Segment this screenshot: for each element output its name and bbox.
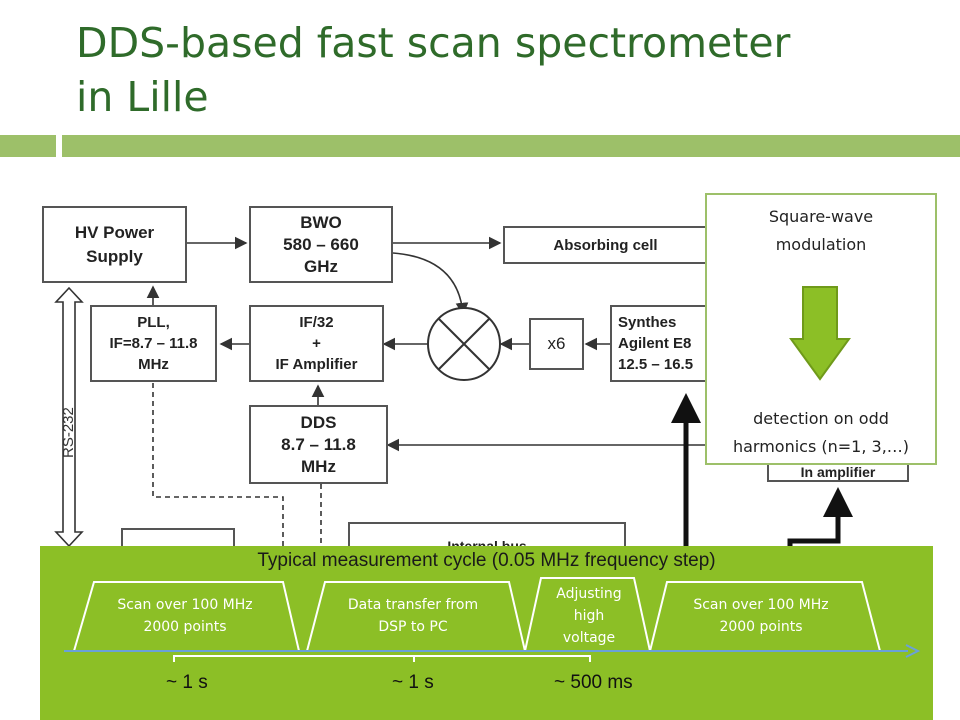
accent-bar-right xyxy=(62,135,960,157)
step-2-label: Data transfer from DSP to PC xyxy=(322,594,504,638)
dds-block: DDS 8.7 – 11.8 MHz xyxy=(249,405,388,484)
step-3-line-1: Adjusting xyxy=(556,586,622,602)
step-3-line-3: voltage xyxy=(562,630,616,646)
callout-line-2: modulation xyxy=(775,235,867,254)
step-3-line-2: high xyxy=(573,608,605,624)
hv-power-supply-block: HV Power Supply xyxy=(42,206,187,283)
bwo-block: BWO 580 – 660 GHz xyxy=(249,206,393,283)
modulation-callout: Square-wave modulation detection on odd … xyxy=(705,193,937,465)
slide-title: DDS-based fast scan spectrometer in Lill… xyxy=(76,16,896,124)
accent-bar-left xyxy=(0,135,56,157)
absorbing-cell-block: Absorbing cell xyxy=(503,226,708,264)
x6-multiplier-block: x6 xyxy=(529,318,584,370)
step-4-line-1: Scan over 100 MHz xyxy=(693,597,829,613)
step-1-line-1: Scan over 100 MHz xyxy=(117,597,253,613)
lock-in-amplifier-block: In amplifier xyxy=(767,460,909,482)
duration-2: ~ 1 s xyxy=(392,672,434,693)
measurement-cycle-panel: Typical measurement cycle (0.05 MHz freq… xyxy=(40,546,933,720)
callout-line-3: detection on odd xyxy=(753,409,889,428)
step-3-label: Adjusting high voltage xyxy=(535,583,643,649)
down-arrow-icon xyxy=(789,286,851,381)
step-2-line-2: DSP to PC xyxy=(378,619,448,635)
pll-block: PLL, IF=8.7 – 11.8 MHz xyxy=(90,305,217,382)
step-2-line-1: Data transfer from xyxy=(347,597,479,613)
callout-line-4: harmonics (n=1, 3,…) xyxy=(732,437,910,456)
duration-3: ~ 500 ms xyxy=(554,672,633,693)
step-1-label: Scan over 100 MHz 2000 points xyxy=(92,594,278,638)
timeline-arrow-icon xyxy=(905,644,921,658)
callout-line-1: Square-wave xyxy=(768,207,874,226)
step-4-line-2: 2000 points xyxy=(719,619,803,635)
step-1-line-2: 2000 points xyxy=(143,619,227,635)
cycle-title: Typical measurement cycle (0.05 MHz freq… xyxy=(257,550,716,571)
title-line-1: DDS-based fast scan spectrometer xyxy=(76,19,791,67)
if32-amplifier-block: IF/32 + IF Amplifier xyxy=(249,305,384,382)
title-line-2: in Lille xyxy=(76,73,209,121)
duration-1: ~ 1 s xyxy=(166,672,208,693)
step-4-label: Scan over 100 MHz 2000 points xyxy=(665,594,857,638)
